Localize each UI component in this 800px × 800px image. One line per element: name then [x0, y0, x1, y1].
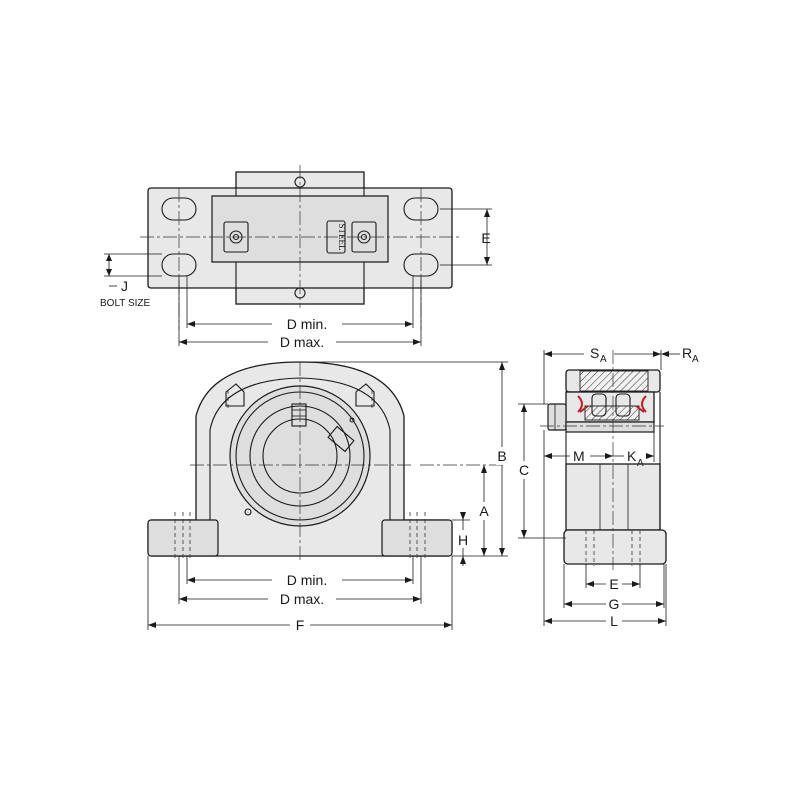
- s-sub-label: A: [600, 354, 607, 365]
- l-label: L: [610, 613, 618, 629]
- shaft-stub: [565, 421, 655, 433]
- side-view-foot: [563, 529, 667, 565]
- s-label: S: [590, 345, 599, 361]
- r-sub-label: A: [692, 354, 699, 365]
- k-sub-label: A: [637, 458, 644, 469]
- f-label: F: [296, 617, 305, 633]
- b-label: B: [497, 448, 506, 464]
- top-view: STEEL D min. D max. E: [100, 165, 492, 350]
- set-screw-top: [291, 403, 307, 427]
- d-min-top-label: D min.: [287, 316, 327, 332]
- h-label: H: [458, 532, 468, 548]
- m-label: M: [573, 448, 585, 464]
- a-label: A: [479, 503, 489, 519]
- e-top-label: E: [481, 230, 490, 246]
- seal-right: [635, 395, 647, 413]
- set-screw-side: [327, 425, 355, 453]
- j-label: J: [121, 278, 128, 294]
- d-max-front-label: D max.: [280, 591, 324, 607]
- cap-bolt-right: [355, 383, 375, 407]
- d-min-front-label: D min.: [287, 572, 327, 588]
- shaft-collar: [547, 403, 567, 431]
- seal-left: [577, 395, 589, 413]
- bolt-size-label: BOLT SIZE: [100, 298, 151, 309]
- e-side-label: E: [609, 576, 618, 592]
- cap-bolt-left: [225, 383, 245, 407]
- g-label: G: [609, 596, 620, 612]
- side-view: S A R A C M K A E: [517, 345, 699, 629]
- front-view: B A H D min. D max. F: [147, 361, 508, 633]
- r-label: R: [682, 345, 692, 361]
- k-label: K: [627, 448, 637, 464]
- c-label: C: [519, 462, 529, 478]
- side-view-cap-section: [579, 370, 649, 392]
- d-max-top-label: D max.: [280, 334, 324, 350]
